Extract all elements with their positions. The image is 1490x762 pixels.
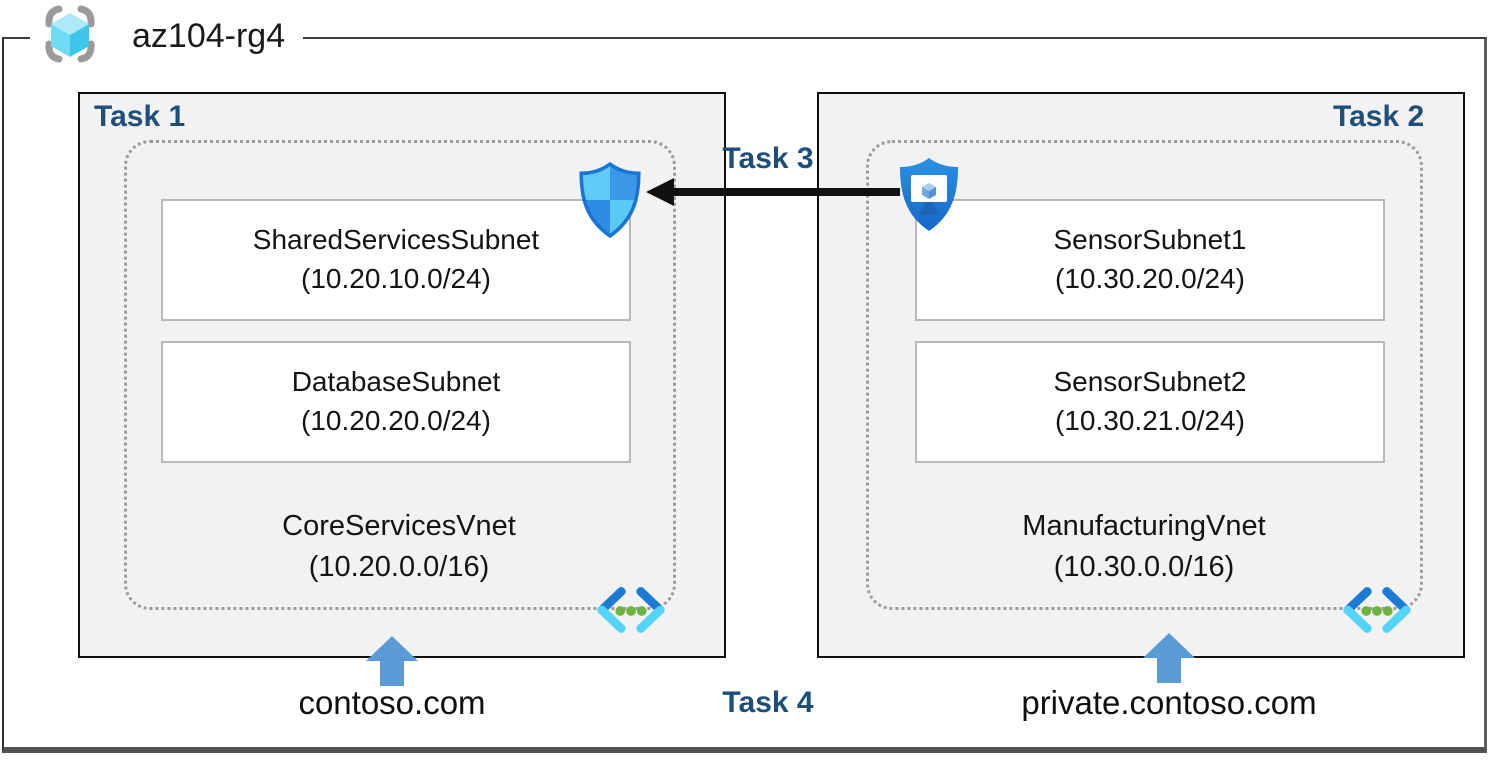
bastion-shield-monitor-icon <box>897 155 961 240</box>
vnet-name: CoreServicesVnet <box>282 510 516 542</box>
vnet-cidr: (10.20.0.0/16) <box>308 551 490 584</box>
subnet-cidr: (10.20.10.0/24) <box>301 263 491 294</box>
task3-label: Task 3 <box>722 142 814 175</box>
up-arrow-icon <box>366 636 418 691</box>
vnet-name: ManufacturingVnet <box>1022 510 1266 542</box>
subnet-cidr: (10.30.21.0/24) <box>1055 405 1245 436</box>
subnet-name: DatabaseSubnet <box>291 366 501 398</box>
subnet-name: SharedServicesSubnet <box>252 224 540 256</box>
virtual-network-icon <box>594 584 668 641</box>
subnet-sensor2: SensorSubnet2 (10.30.21.0/24) <box>915 341 1385 463</box>
resource-group-icon <box>36 2 104 71</box>
virtual-network-icon <box>1340 584 1414 641</box>
task4-label: Task 4 <box>722 686 814 719</box>
coreservices-vnet-label: CoreServicesVnet (10.20.0.0/16) <box>134 506 664 588</box>
up-arrow-icon <box>1143 633 1195 688</box>
subnet-name: SensorSubnet2 <box>1053 366 1247 398</box>
resource-group-header: az104-rg4 <box>30 2 304 71</box>
coreservices-vnet-boundary <box>124 140 676 610</box>
resource-group-name: az104-rg4 <box>132 16 286 55</box>
subnet-cidr: (10.20.20.0/24) <box>301 405 491 436</box>
subnet-database: DatabaseSubnet (10.20.20.0/24) <box>161 341 631 463</box>
subnet-name: SensorSubnet1 <box>1053 224 1247 256</box>
subnet-sharedservices: SharedServicesSubnet (10.20.10.0/24) <box>161 199 631 321</box>
network-security-group-shield-icon <box>577 161 643 244</box>
contoso-dns-label: contoso.com <box>298 684 486 721</box>
task3-arrow-left-icon <box>644 174 902 215</box>
task2-label: Task 2 <box>1333 100 1425 133</box>
private-contoso-dns-label: private.contoso.com <box>1021 684 1317 721</box>
task1-label: Task 1 <box>94 100 186 133</box>
subnet-cidr: (10.30.20.0/24) <box>1055 263 1245 294</box>
vnet-cidr: (10.30.0.0/16) <box>1053 551 1235 584</box>
manufacturing-vnet-boundary <box>866 140 1423 610</box>
subnet-sensor1: SensorSubnet1 (10.30.20.0/24) <box>915 199 1385 321</box>
manufacturing-vnet-label: ManufacturingVnet (10.30.0.0/16) <box>879 506 1409 588</box>
resource-group-frame <box>2 37 1487 753</box>
